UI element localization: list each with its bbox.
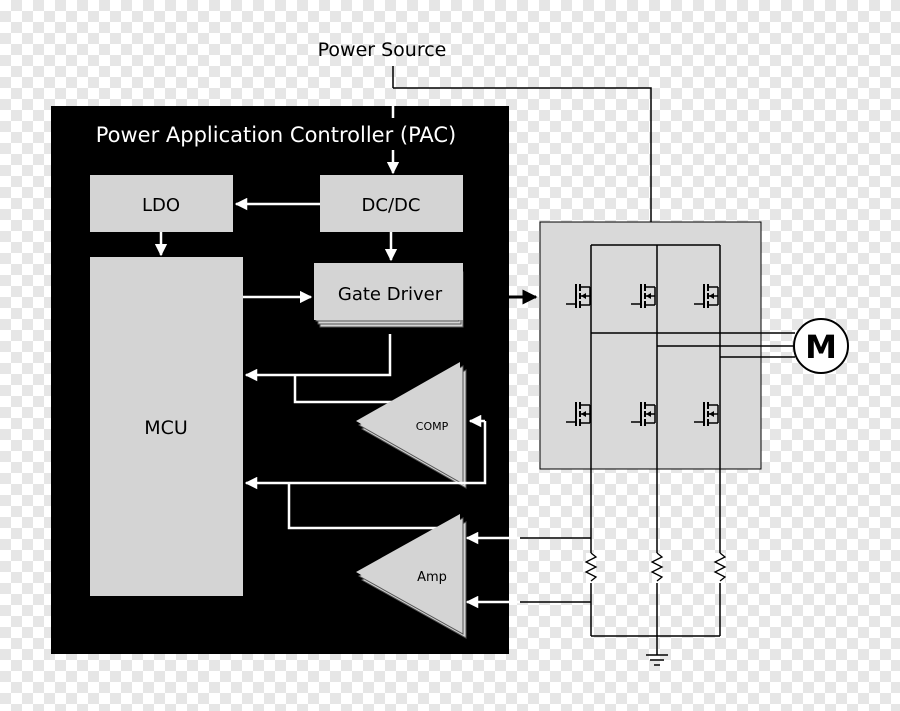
motor-label: M [805,328,837,366]
motor-icon [793,318,849,374]
mcu-label: MCU [144,417,188,439]
amp-block [356,514,467,639]
dcdc-block [320,175,463,232]
gate-driver-block [314,263,464,328]
shunt-resistors [584,552,727,583]
mcu-block [90,257,243,596]
comp-block [356,362,467,489]
pac-title: Power Application Controller (PAC) [96,123,457,147]
power-source-wiring [392,66,652,222]
power-source-label: Power Source [318,39,447,61]
comp-label: COMP [416,420,449,433]
dcdc-label: DC/DC [362,195,421,216]
gate-driver-label: Gate Driver [338,284,443,305]
ground-icon [646,654,668,666]
amp-label: Amp [417,570,447,585]
ldo-label: LDO [142,195,180,216]
ldo-block [90,175,233,232]
